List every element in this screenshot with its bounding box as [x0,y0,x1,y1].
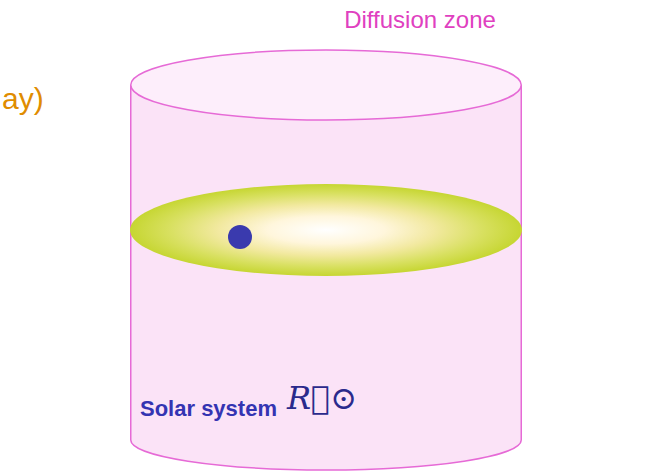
galactic-disk [130,184,522,276]
solar-system-label: Solar system [140,396,277,421]
cut-off-label: ay) [2,82,44,117]
solar-system-dot [228,225,252,249]
position-vector: R⃗⊙ [287,380,357,417]
zone-heading: Diffusion zone [344,6,496,34]
